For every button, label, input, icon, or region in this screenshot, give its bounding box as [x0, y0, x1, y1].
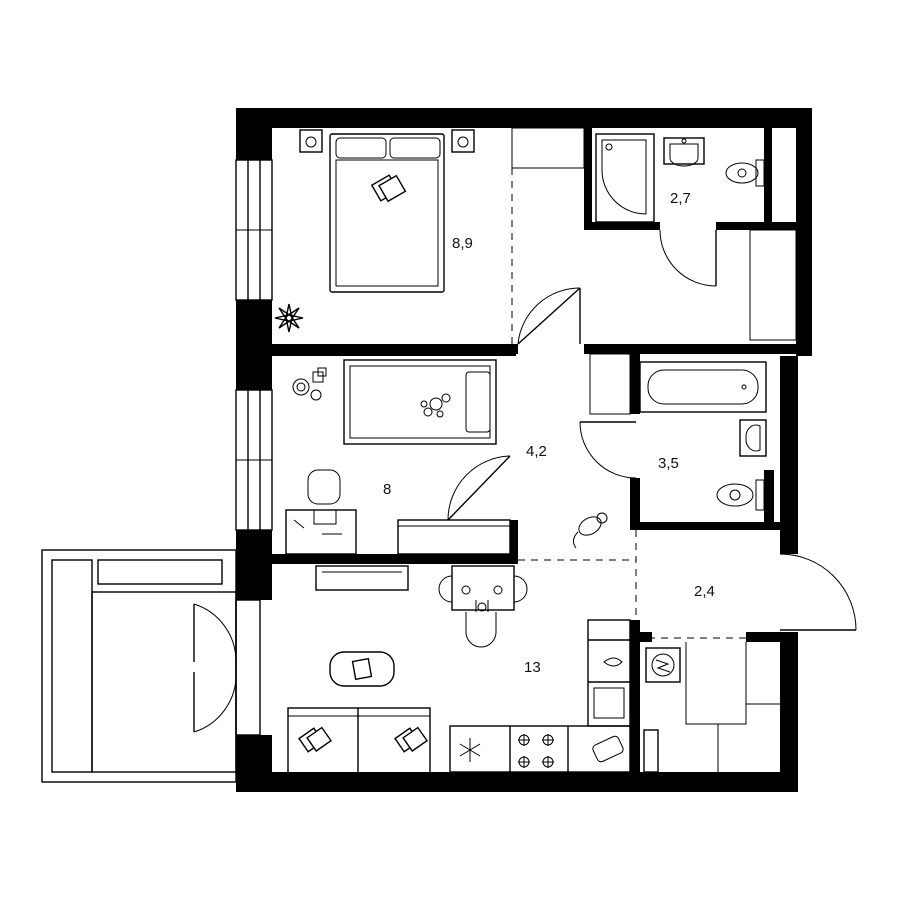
- bathroom-3-5-fixtures: [639, 361, 767, 511]
- bathroom-area-label: 2,7: [670, 190, 691, 207]
- bedroom-furniture: [299, 129, 475, 293]
- bathroom-2-7-fixtures: [595, 133, 765, 223]
- living-kitchen-furniture: [287, 565, 631, 775]
- bath-room-area-label: 3,5: [658, 455, 679, 472]
- room-dividers: [511, 168, 780, 639]
- balcony: [41, 549, 237, 783]
- living-kitchen-area-label: 13: [524, 659, 541, 676]
- hallway-area-label: 4,2: [526, 443, 547, 460]
- kids-room-furniture: [285, 359, 511, 555]
- cat-icon: [572, 512, 608, 549]
- drop-icon: [603, 657, 623, 667]
- kids-room-area-label: 8: [383, 481, 391, 498]
- walls: [236, 108, 812, 792]
- doors: [447, 127, 857, 773]
- entrance-area-label: 2,4: [694, 583, 715, 600]
- fridge-icon: [459, 738, 481, 762]
- windows: [235, 159, 273, 736]
- teddy-bear-icon: [420, 393, 451, 418]
- boiler-icon: [645, 647, 681, 683]
- bedroom-area-label: 8,9: [452, 235, 473, 252]
- plant-icon: [274, 303, 304, 333]
